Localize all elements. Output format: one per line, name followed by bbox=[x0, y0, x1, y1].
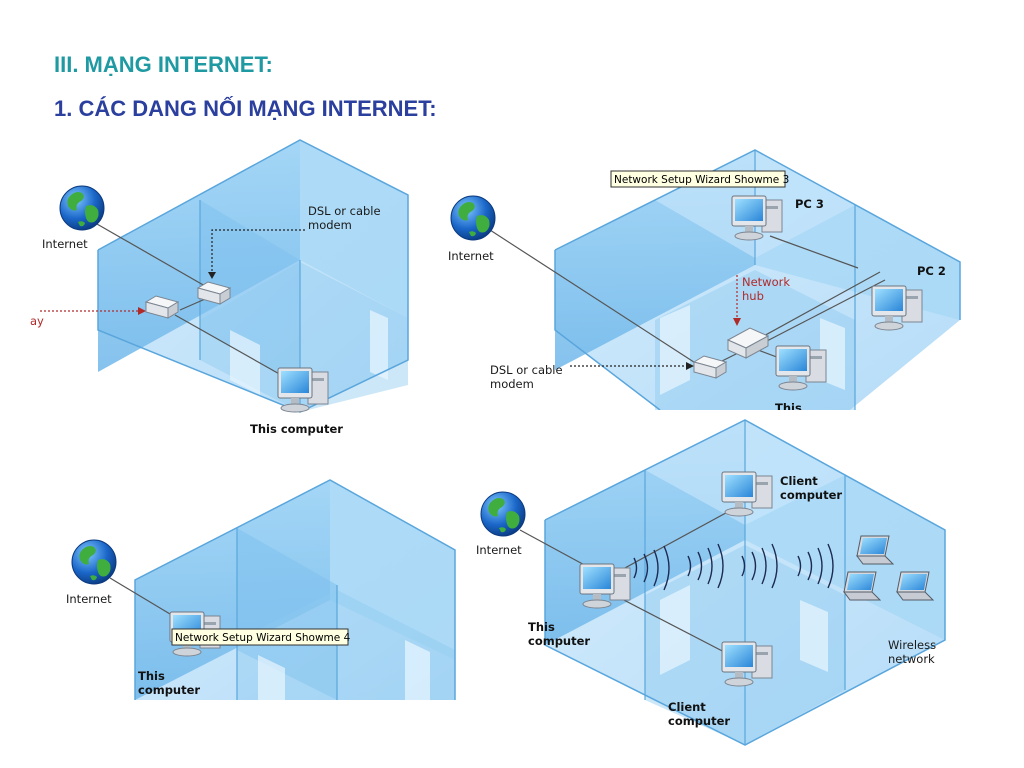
this-computer-label: This bbox=[138, 669, 165, 683]
internet-label: Internet bbox=[476, 543, 522, 557]
diagram-wireless: Internet Client computer This computer W… bbox=[476, 419, 946, 746]
globe-icon bbox=[480, 491, 526, 537]
modem-label: DSL or cable bbox=[308, 204, 381, 218]
tooltip-showme-3: Network Setup Wizard Showme 3 bbox=[610, 170, 789, 188]
wireless-network-label: Wireless bbox=[888, 638, 936, 652]
diagram-dsl-direct: Internet DSL or cable modem ay This comp… bbox=[30, 139, 409, 436]
internet-label: Internet bbox=[448, 249, 494, 263]
this-computer-label: computer bbox=[138, 683, 200, 697]
modem-label: DSL or cable bbox=[490, 363, 563, 377]
hub-icon bbox=[726, 327, 770, 359]
this-computer-label: This bbox=[528, 620, 555, 634]
client-computer-label: computer bbox=[780, 488, 842, 502]
internet-label: Internet bbox=[42, 237, 88, 251]
hub-label: Network bbox=[742, 275, 790, 289]
this-computer-label: computer bbox=[528, 634, 590, 648]
client-computer-label: computer bbox=[668, 714, 730, 728]
pc2-label: PC 2 bbox=[917, 264, 946, 278]
wireless-network-label: network bbox=[888, 652, 935, 666]
this-computer-label: This computer bbox=[250, 422, 343, 436]
tooltip-showme-4: Network Setup Wizard Showme 4 bbox=[171, 628, 351, 646]
svg-text:Network Setup Wizard Showme 3: Network Setup Wizard Showme 3 bbox=[614, 174, 789, 186]
subsection-title: 1. CÁC DANG NỐI MẠNG INTERNET: bbox=[54, 96, 437, 121]
client-computer-label: Client bbox=[668, 700, 706, 714]
hub-label: hub bbox=[742, 289, 764, 303]
gateway-label: ay bbox=[30, 314, 44, 328]
client-computer-label: Client bbox=[780, 474, 818, 488]
svg-text:Network Setup Wizard Showme 4: Network Setup Wizard Showme 4 bbox=[175, 632, 351, 644]
wireless-waves-icon bbox=[633, 543, 834, 591]
diagram-hub-network: Network Setup Wizard Showme 3 Internet P… bbox=[448, 149, 1000, 440]
globe-icon bbox=[450, 195, 496, 241]
diagram-single-computer: Network Setup Wizard Showme 4 Internet T… bbox=[66, 479, 470, 710]
section-title: III. MẠNG INTERNET: bbox=[54, 52, 273, 77]
pc3-label: PC 3 bbox=[795, 197, 824, 211]
internet-label: Internet bbox=[66, 592, 112, 606]
modem-label: modem bbox=[308, 218, 352, 232]
globe-icon bbox=[71, 539, 117, 585]
modem-label: modem bbox=[490, 377, 534, 391]
globe-icon bbox=[59, 185, 105, 231]
